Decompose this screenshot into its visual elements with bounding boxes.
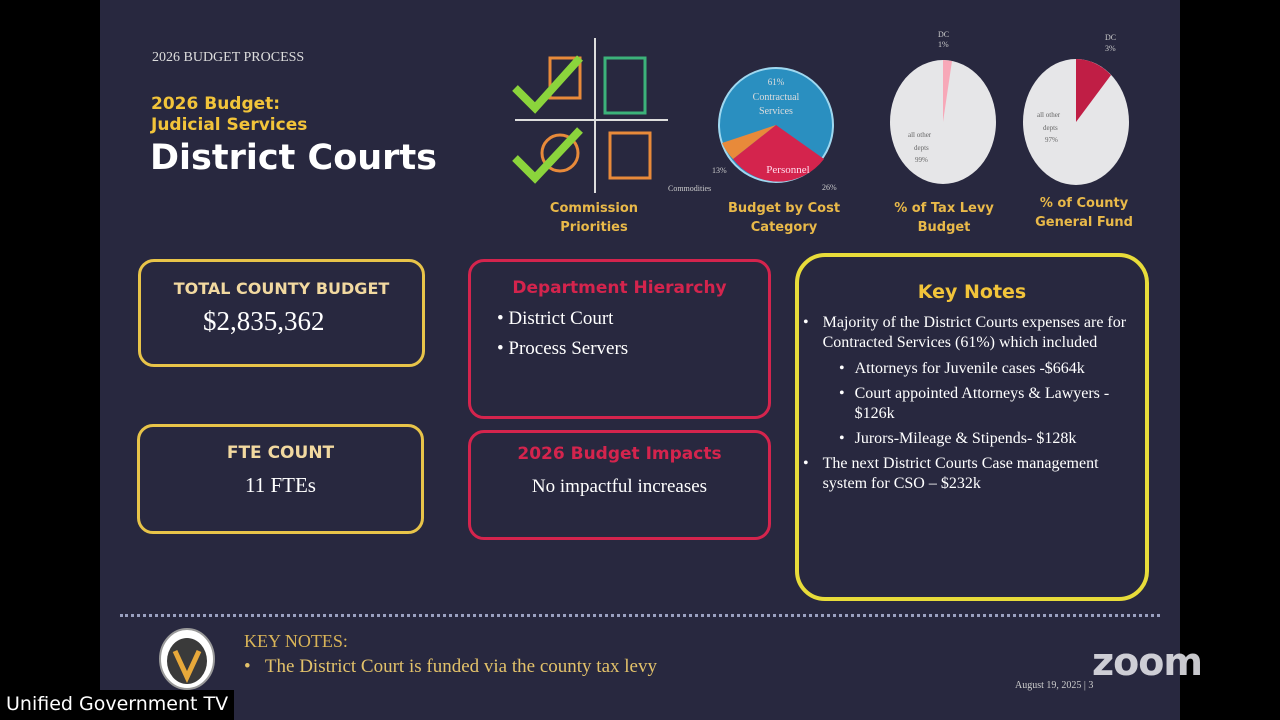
general-fund-pie: DC 3% all other depts 97% bbox=[1023, 33, 1129, 185]
total-budget-label: TOTAL COUNTY BUDGET bbox=[173, 279, 390, 298]
fte-value: 11 FTEs bbox=[245, 473, 316, 497]
channel-label: Unified Government TV bbox=[0, 690, 235, 720]
footer-note: • The District Court is funded via the c… bbox=[244, 656, 657, 677]
hierarchy-card: Department Hierarchy • District Court • … bbox=[468, 259, 771, 419]
slice-commodities bbox=[722, 125, 776, 159]
key-note-bullet: Majority of the District Courts expenses… bbox=[822, 314, 1127, 351]
svg-text:1%: 1% bbox=[938, 40, 949, 49]
svg-text:Personnel: Personnel bbox=[766, 164, 809, 176]
hierarchy-item-label: Process Servers bbox=[508, 338, 629, 359]
svg-text:DC: DC bbox=[1105, 33, 1116, 42]
cost-category-pie: 61% Contractual Services Personnel 13% C… bbox=[668, 67, 837, 193]
key-notes-card: Key Notes •Majority of the District Cour… bbox=[795, 253, 1149, 601]
commission-priorities-caption: Commission Priorities bbox=[549, 201, 639, 235]
slice-dc bbox=[943, 60, 952, 122]
key-note-subbullet: Court appointed Attorneys & Lawyers - $1… bbox=[854, 385, 1110, 422]
subtitle: 2026 Budget:Judicial Services bbox=[151, 94, 307, 136]
commission-priorities-icon bbox=[512, 38, 668, 193]
svg-text:all other: all other bbox=[908, 131, 932, 139]
tax-levy-caption: % of Tax Levy Budget bbox=[894, 201, 994, 235]
total-budget-card: TOTAL COUNTY BUDGET $2,835,362 bbox=[138, 259, 425, 367]
svg-text:depts: depts bbox=[1043, 124, 1058, 132]
general-fund-caption: % of County General Fund bbox=[1035, 196, 1133, 230]
svg-text:Commodities: Commodities bbox=[668, 184, 711, 193]
svg-text:depts: depts bbox=[914, 144, 929, 152]
hierarchy-item: • Process Servers bbox=[497, 338, 629, 359]
svg-text:99%: 99% bbox=[915, 156, 928, 164]
hierarchy-item-label: District Court bbox=[508, 308, 614, 329]
impacts-card: 2026 Budget Impacts No impactful increas… bbox=[468, 430, 771, 540]
footer-note-text: The District Court is funded via the cou… bbox=[264, 656, 657, 677]
hierarchy-label: Department Hierarchy bbox=[512, 278, 727, 298]
svg-text:13%: 13% bbox=[712, 166, 727, 175]
key-note-bullet: The next District Courts Case management… bbox=[822, 455, 1099, 492]
tax-levy-pie: DC 1% all other depts 99% bbox=[890, 30, 996, 184]
slice-dc bbox=[1076, 59, 1111, 122]
fte-label: FTE COUNT bbox=[226, 443, 335, 463]
svg-text:3%: 3% bbox=[1105, 44, 1116, 53]
fte-card: FTE COUNT 11 FTEs bbox=[137, 424, 424, 534]
key-note-subbullet: Jurors-Mileage & Stipends- $128k bbox=[854, 430, 1077, 447]
zoom-watermark: zoom bbox=[1092, 640, 1203, 684]
slide-date: August 19, 2025 | 3 bbox=[1015, 680, 1094, 691]
svg-text:61%: 61% bbox=[768, 77, 785, 87]
subtitle-line2: Judicial Services bbox=[151, 115, 308, 135]
svg-text:all other: all other bbox=[1037, 111, 1061, 119]
key-notes-title: Key Notes bbox=[917, 281, 1027, 303]
slide: 2026 BUDGET PROCESS 2026 Budget:Judicial… bbox=[100, 0, 1180, 720]
page-title: District Courts bbox=[150, 138, 438, 178]
key-note-subbullet: Attorneys for Juvenile cases -$664k bbox=[854, 360, 1085, 377]
subtitle-line1: 2026 Budget: bbox=[151, 94, 281, 114]
footer-label: KEY NOTES: bbox=[244, 631, 348, 651]
svg-text:97%: 97% bbox=[1045, 136, 1058, 144]
total-budget-value: $2,835,362 bbox=[203, 306, 325, 336]
slice-personnel bbox=[733, 125, 824, 182]
svg-text:26%: 26% bbox=[822, 183, 837, 192]
hierarchy-item: • District Court bbox=[497, 308, 614, 329]
divider bbox=[120, 614, 1160, 617]
impacts-text: No impactful increases bbox=[531, 476, 708, 497]
svg-text:Contractual: Contractual bbox=[753, 92, 800, 103]
svg-text:DC: DC bbox=[938, 30, 949, 39]
cost-category-caption: Budget by Cost Category bbox=[727, 201, 841, 235]
svg-text:Services: Services bbox=[759, 106, 793, 117]
process-label: 2026 BUDGET PROCESS bbox=[152, 50, 305, 65]
impacts-label: 2026 Budget Impacts bbox=[517, 444, 722, 464]
county-seal-logo bbox=[159, 628, 215, 690]
